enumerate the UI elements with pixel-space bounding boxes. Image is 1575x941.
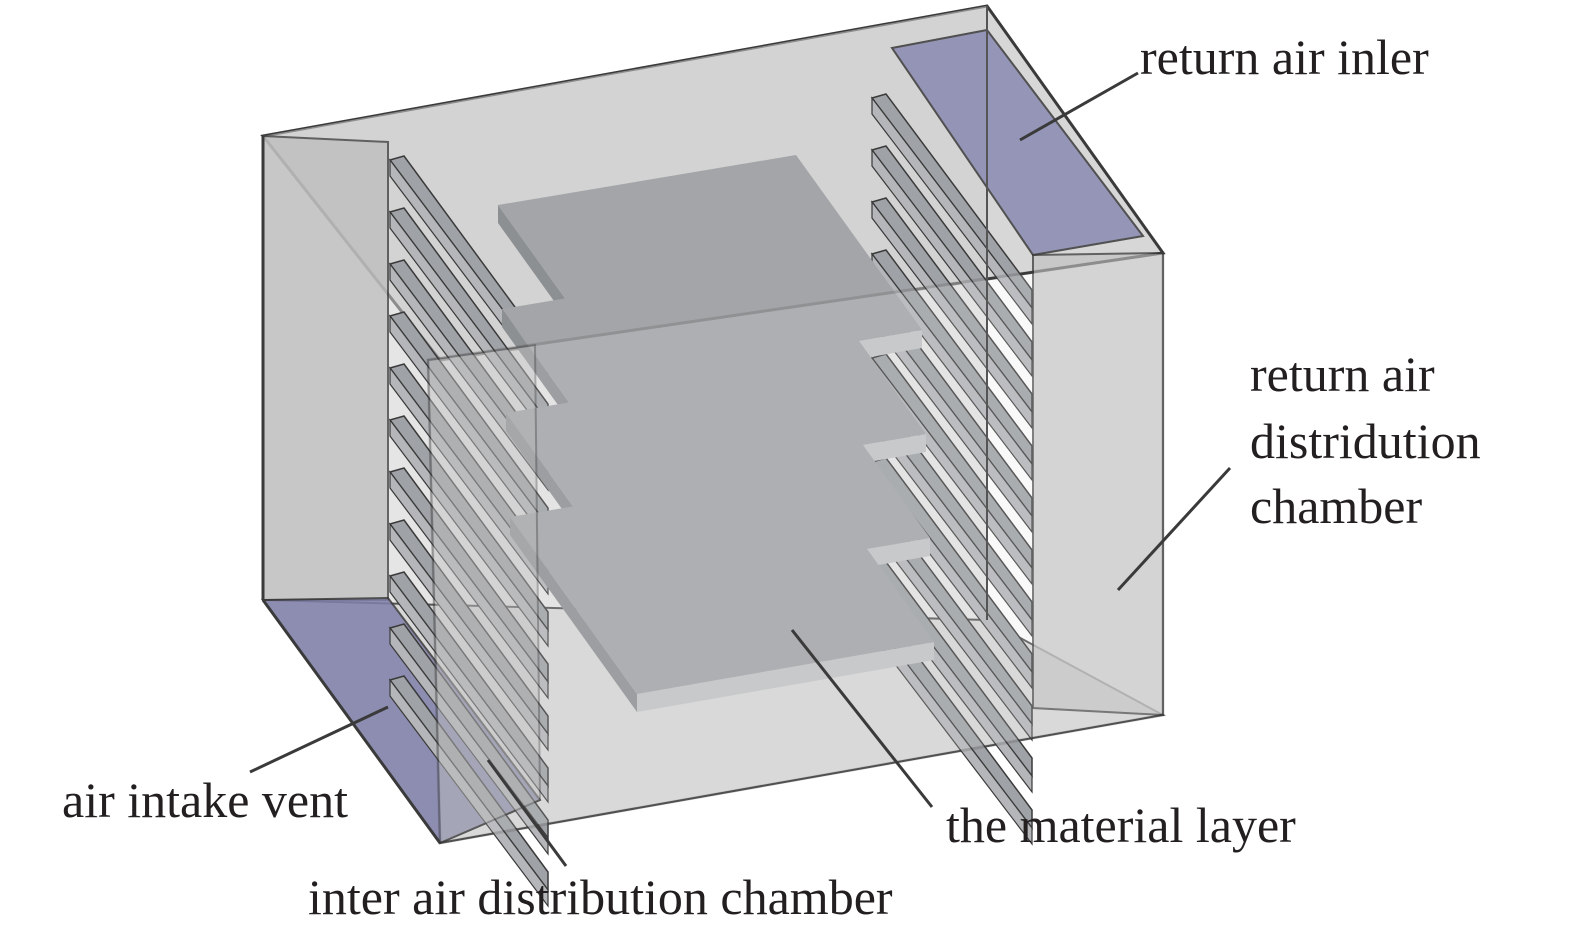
leader-inter-air-chamber xyxy=(486,759,568,867)
leader-return-air-chamber xyxy=(1116,466,1232,592)
label-return-air-chamber-1: return air xyxy=(1250,346,1435,402)
left-fin-face xyxy=(389,418,549,648)
label-return-air-chamber-2: distridution xyxy=(1250,413,1481,469)
leader-air-intake-vent xyxy=(249,705,389,774)
right-fin-face xyxy=(871,148,1033,378)
leader-return-air-inlet xyxy=(1019,71,1139,142)
material-tray xyxy=(510,467,934,694)
left-fin-face xyxy=(389,678,549,908)
left-fin-face xyxy=(389,574,549,804)
left-chamber-wall xyxy=(262,134,389,601)
label-return-air-inlet: return air inler xyxy=(1140,29,1429,85)
label-material-layer: the material layer xyxy=(946,797,1296,853)
leader-material-layer xyxy=(790,629,934,808)
right-fin-face xyxy=(871,200,1033,430)
tray-front-edge xyxy=(637,642,934,712)
left-fin-face xyxy=(389,366,549,596)
left-fin-face xyxy=(389,470,549,700)
right-fin-face xyxy=(871,96,1033,326)
left-chamber-front xyxy=(426,343,542,845)
label-inter-air-chamber: inter air distribution chamber xyxy=(308,869,893,925)
box-bottom-left-edge xyxy=(261,599,442,844)
label-return-air-chamber-3: chamber xyxy=(1250,478,1422,534)
left-fin-face xyxy=(389,522,549,752)
material-trays xyxy=(498,155,934,712)
label-air-intake-vent: air intake vent xyxy=(62,772,348,828)
right-chamber-wall xyxy=(1032,251,1164,717)
box-front-face xyxy=(426,251,1165,845)
tray-side-edge xyxy=(510,517,637,712)
